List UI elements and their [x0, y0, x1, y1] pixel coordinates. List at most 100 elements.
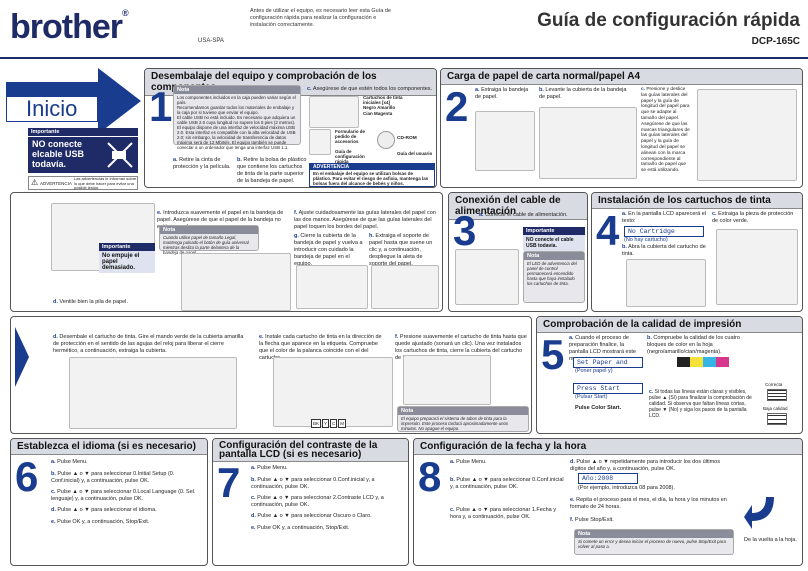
important-box-3: Importante NO conecte el cable USB todav…: [523, 227, 585, 251]
section-8: Configuración de la fecha y la hora 8 a.…: [413, 438, 803, 566]
lcd-press-start: Press Start: [573, 383, 643, 394]
brother-logo: brother®: [10, 8, 129, 46]
step-5a2: Pulse Color Start.: [575, 405, 622, 411]
color-m: M: [338, 419, 347, 428]
section-2-cont: d. Ventile bien la pila de papel. e. Int…: [10, 192, 443, 312]
section-7: Configuración del contraste de la pantal…: [212, 438, 409, 566]
color-bk: BK: [311, 419, 322, 428]
section-7-title: Configuración del contraste de la pantal…: [213, 439, 408, 462]
step-7d: d. Pulse ▲ o ▼ para seleccionar Oscuro o…: [251, 513, 372, 519]
step-6e: e. Pulse OK y, a continuación, Stop/Exit…: [51, 519, 150, 525]
tray-figure: [475, 111, 535, 171]
component-cartridges: Cartuchos de tinta iniciales [x4] Negro …: [363, 95, 403, 116]
step-7c: c. Pulse ▲ o ▼ para seleccionar 2.Contra…: [251, 495, 384, 508]
header: brother® USA-SPA Antes de utilizar el eq…: [0, 0, 808, 58]
step-6c: c. Pulse ▲ o ▼ para seleccionar 0.Local …: [51, 489, 196, 502]
cdrom-icon: [377, 131, 395, 149]
paper-guides-figure: [697, 89, 797, 181]
step-2c: c. Presione y deslice las guías laterale…: [641, 87, 690, 174]
note-box-8: Nota Si comete un error y desea iniciar …: [574, 529, 734, 555]
note-box-3: Nota El LED de advertencia del panel de …: [523, 251, 585, 303]
close-tray-figure: [296, 265, 368, 309]
important-box-2: Importante No empuje el papel demasiado.: [99, 243, 155, 273]
color-blocks: [677, 357, 729, 367]
component-user-guide: Guía del usuario: [397, 151, 433, 156]
lcd-sub-1: (Poner papel y): [575, 368, 613, 374]
color-c: C: [330, 419, 338, 428]
component-qsg: Guía de configuración rápida: [335, 149, 365, 165]
quality-good-label: Correcta: [765, 382, 783, 387]
note-items: Los componentes incluidos en la caja pue…: [177, 95, 296, 150]
power-cord-figure: [455, 249, 519, 305]
step-number-7: 7: [217, 459, 241, 506]
step-number-4: 4: [596, 207, 620, 254]
form-figure: [309, 129, 331, 155]
step-7b: b. Pulse ▲ o ▼ para seleccionar 0.Conf.i…: [251, 477, 375, 490]
unpack-cartridge-figure: [69, 357, 237, 429]
section-4-title: Instalación de los cartuchos de tinta: [592, 193, 802, 209]
good-sample: [767, 389, 787, 401]
step-1a: a. Retire la cinta de protección y la pe…: [173, 157, 231, 170]
warning-box: ⚠ ADVERTENCIA Las advertencias le inform…: [28, 176, 138, 190]
section-2: Carga de papel de carta normal/papel A4 …: [440, 68, 803, 188]
step-8f: f. Pulse Stop/Exit.: [570, 517, 614, 523]
adv-box: ADVERTENCIA En el embalaje del equipo se…: [309, 163, 435, 187]
press-cartridge-figure: [403, 355, 491, 405]
step-2f: f. Ajuste cuidadosamente las guías later…: [294, 210, 436, 230]
step-8d: d. Pulse ▲ o ▼ repetidamente para introd…: [570, 459, 720, 472]
tray-cover-figure: [539, 107, 637, 179]
section-1: Desembalaje del equipo y comprobación de…: [144, 68, 437, 188]
lcd-no-cartridge: No Cartridge: [624, 226, 704, 237]
step-4d: d. Desembale el cartucho de tinta. Gire …: [53, 334, 244, 354]
section-4: Instalación de los cartuchos de tinta 4 …: [591, 192, 803, 312]
region-label: USA-SPA: [198, 38, 224, 44]
step-6d: d. Pulse ▲ o ▼ para seleccionar el idiom…: [51, 507, 157, 513]
step-4e: e. Instale cada cartucho de tinta en la …: [259, 334, 382, 361]
color-y: Y: [322, 419, 330, 428]
step-8e: e. Repita el proceso para el mes, el día…: [570, 497, 727, 510]
lcd-sub: (No hay cartucho): [624, 237, 668, 243]
step-4a: a. En la pantalla LCD aparecerá el texto…: [622, 211, 707, 224]
step-4c: c. Extraiga la pieza de protección de co…: [712, 211, 794, 224]
component-form: Formulario de pedido de accesorios: [335, 129, 366, 145]
color-labels: BK Y C M: [311, 419, 347, 428]
header-rule: [0, 57, 808, 59]
cartridges-figure: [309, 96, 359, 128]
step-2h: h. Extraiga el soporte de papel hasta qu…: [369, 233, 433, 267]
note-box-4: Nota El equipo preparará el sistema de t…: [397, 406, 529, 432]
step-5b: b. Compruebe la calidad de los cuatro bl…: [647, 335, 740, 355]
step-3a: a. Conecte el cable de alimentación.: [479, 212, 568, 218]
section-5-title: Comprobación de la calidad de impresión: [537, 317, 802, 333]
important-header: Importante: [28, 128, 138, 136]
step-2a: a. Extraiga la bandeja de papel.: [475, 87, 529, 100]
intro-text: Antes de utilizar el equipo, es necesari…: [250, 8, 391, 28]
step-8b: b. Pulse ▲ o ▼ para seleccionar 0.Conf.i…: [450, 477, 564, 490]
step-number-8: 8: [418, 453, 442, 500]
step-number-5: 5: [541, 331, 565, 378]
step-number-3: 3: [453, 207, 477, 254]
turn-page-text: De la vuelta a la hoja.: [744, 537, 797, 543]
section-5: Comprobación de la calidad de impresión …: [536, 316, 803, 434]
section-6: Establezca el idioma (si es necesario) 6…: [10, 438, 208, 566]
section-8-title: Configuración de la fecha y la hora: [414, 439, 802, 455]
section-3: Conexión del cable de alimentación 3 a. …: [448, 192, 588, 312]
step-1b: b. Retire la bolsa de plástico que conti…: [237, 157, 307, 184]
step-8c: c. Pulse ▲ o ▼ para seleccionar 1.Fecha …: [450, 507, 556, 520]
step-number-1: 1: [149, 83, 173, 130]
step-5c: c. Si todas las líneas están claras y vi…: [649, 389, 752, 419]
section-6-title: Establezca el idioma (si es necesario): [11, 439, 207, 455]
step-8d-sub: (Por ejemplo, introduzca 08 para 2008).: [578, 485, 675, 491]
protective-part-figure: [716, 229, 798, 305]
component-cdrom: CD-ROM: [397, 136, 417, 141]
step-number-6: 6: [15, 453, 39, 500]
warning-triangle-icon: ⚠: [31, 178, 39, 187]
paper-support-figure: [371, 265, 439, 309]
lcd-set-paper: Set Paper and: [573, 357, 643, 368]
note-header: Nota: [174, 86, 300, 94]
note-box: Nota Los componentes incluidos en la caj…: [173, 85, 301, 150]
section-3-title: Conexión del cable de alimentación: [449, 193, 587, 220]
inicio-block: Inicio Importante NO conecte elcable USB…: [6, 68, 141, 190]
step-2d: d. Ventile bien la pila de papel.: [53, 299, 128, 305]
cartridge-cover-figure: [626, 259, 706, 307]
no-usb-icon: [107, 142, 133, 168]
